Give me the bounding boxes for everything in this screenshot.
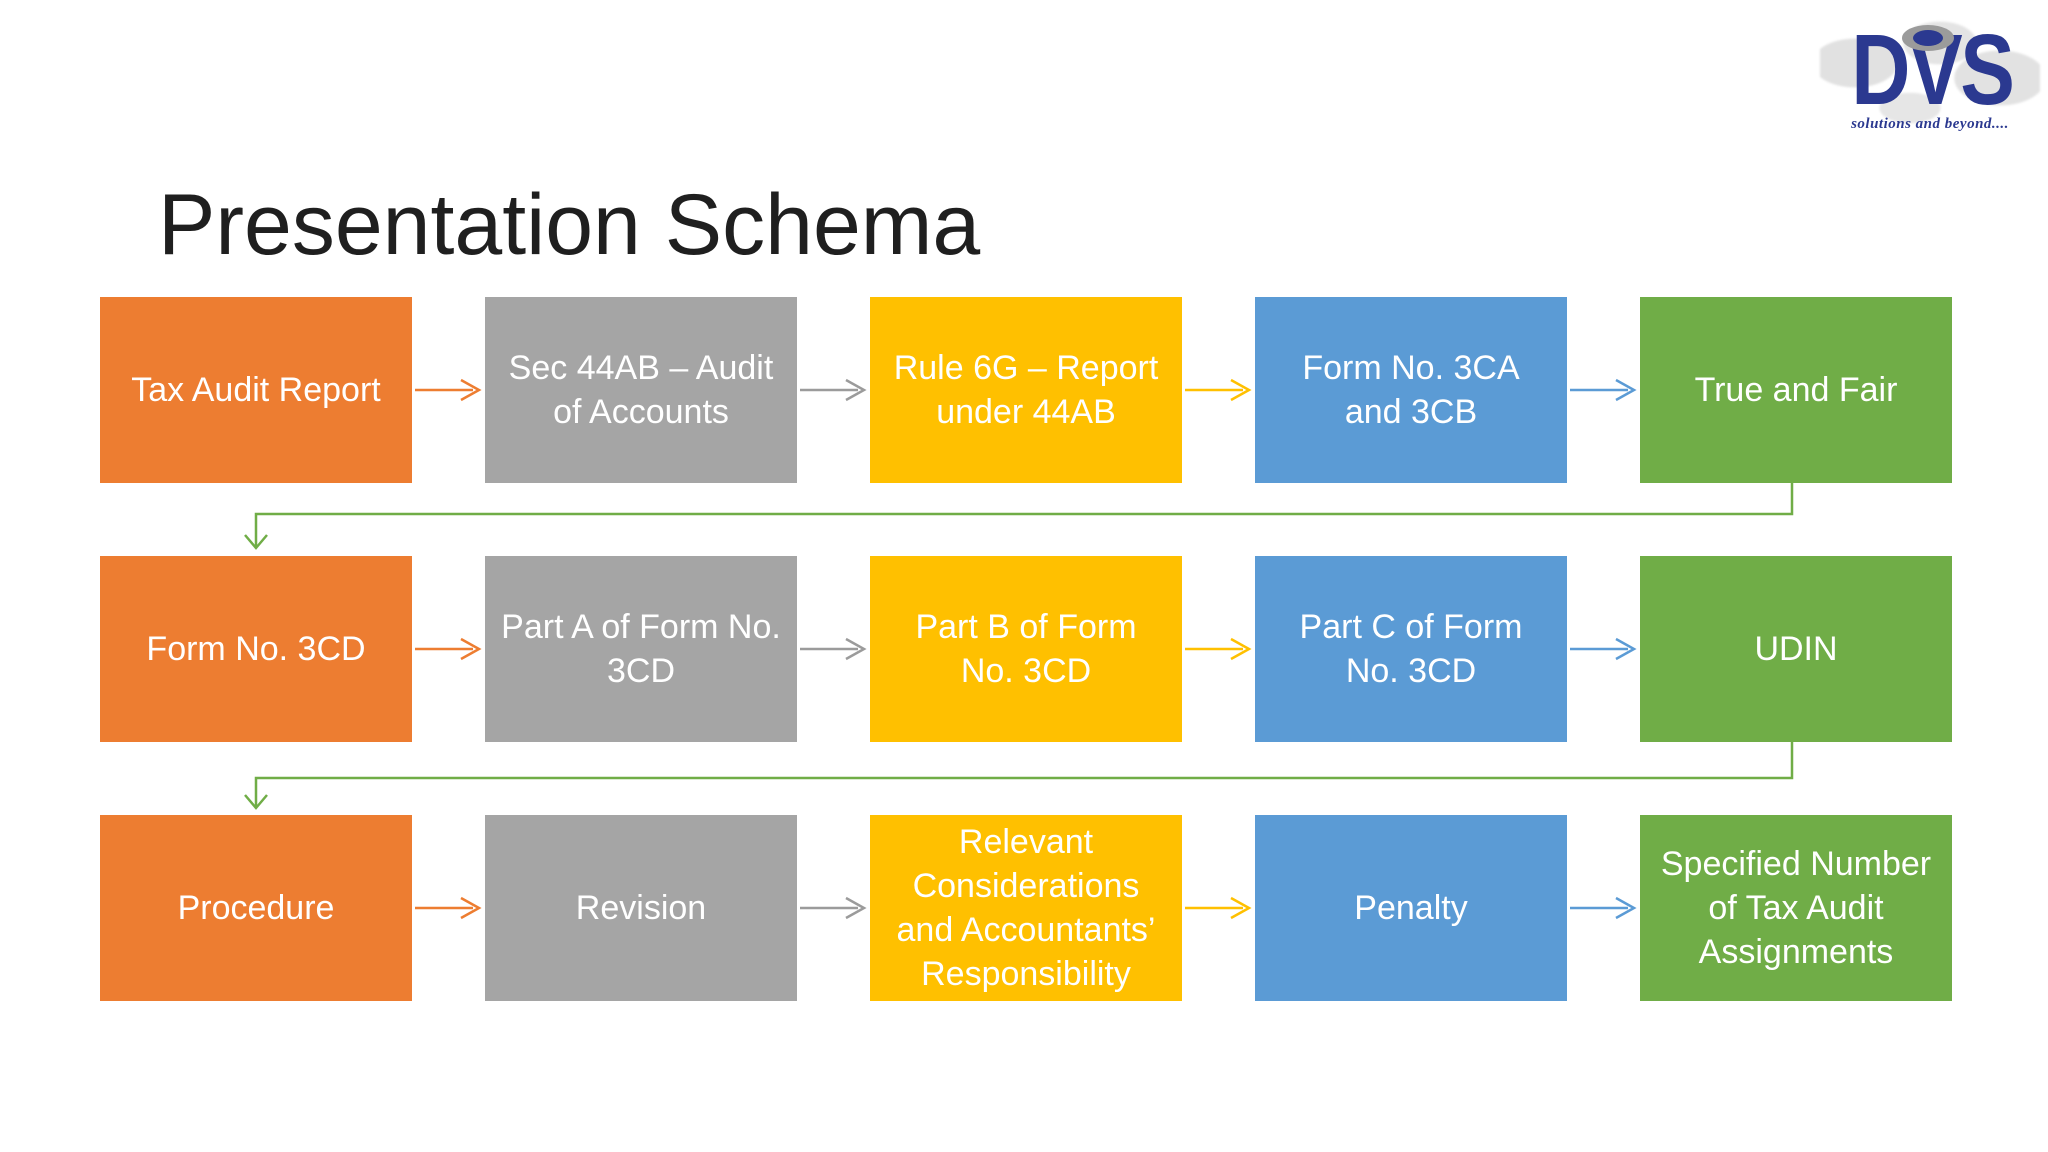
- flow-box-label: Part C of Form No. 3CD: [1299, 608, 1523, 690]
- flow-arrow-right-icon: [1185, 378, 1252, 402]
- flow-arrow-right-icon: [800, 378, 867, 402]
- flow-box-row1-col5: True and Fair: [1640, 297, 1952, 483]
- flow-box-label: Rule 6G – Report under 44AB: [893, 349, 1159, 431]
- flow-box-row3-col5: Specified Number of Tax Audit Assignment…: [1640, 815, 1952, 1001]
- flow-arrow-right-icon: [415, 637, 482, 661]
- flow-arrow-right-icon: [800, 637, 867, 661]
- flow-box-row1-col4: Form No. 3CA and 3CB: [1255, 297, 1567, 483]
- flow-box-label: Part B of Form No. 3CD: [915, 608, 1137, 690]
- flow-arrow-right-icon: [1570, 896, 1637, 920]
- flow-box-row2-col1: Form No. 3CD: [100, 556, 412, 742]
- page-title: Presentation Schema: [158, 176, 981, 273]
- logo-eye-pupil: [1913, 30, 1943, 46]
- dvs-logo: DVS solutions and beyond....: [1820, 8, 2040, 138]
- flow-box-row2-col4: Part C of Form No. 3CD: [1255, 556, 1567, 742]
- logo-eye-icon: [1902, 25, 1954, 51]
- flow-box-label: Revision: [575, 889, 707, 927]
- flow-box-row1-col1: Tax Audit Report: [100, 297, 412, 483]
- flow-box-row3-col3: Relevant Considerations and Accountants’…: [870, 815, 1182, 1001]
- flow-arrow-right-icon: [1570, 637, 1637, 661]
- flow-box-label: Procedure: [177, 889, 335, 927]
- flow-box-label: Sec 44AB – Audit of Accounts: [508, 349, 774, 431]
- flow-arrow-right-icon: [1570, 378, 1637, 402]
- flow-box-label: UDIN: [1754, 630, 1838, 668]
- flow-box-row3-col2: Revision: [485, 815, 797, 1001]
- flow-arrow-right-icon: [1185, 896, 1252, 920]
- flow-box-row3-col4: Penalty: [1255, 815, 1567, 1001]
- flow-box-label: Form No. 3CA and 3CB: [1302, 349, 1520, 431]
- flow-box-label: True and Fair: [1694, 371, 1898, 409]
- flow-box-label: Form No. 3CD: [146, 630, 366, 668]
- flow-box-label: Part A of Form No. 3CD: [501, 608, 781, 690]
- flow-box-row2-col3: Part B of Form No. 3CD: [870, 556, 1182, 742]
- flow-arrow-right-icon: [800, 896, 867, 920]
- flow-box-label: Specified Number of Tax Audit Assignment…: [1660, 845, 1932, 971]
- flow-box-row2-col2: Part A of Form No. 3CD: [485, 556, 797, 742]
- logo-tagline: solutions and beyond....: [1851, 116, 2009, 132]
- flow-box-row1-col3: Rule 6G – Report under 44AB: [870, 297, 1182, 483]
- flow-box-row3-col1: Procedure: [100, 815, 412, 1001]
- flow-arrow-right-icon: [415, 896, 482, 920]
- flow-box-row1-col2: Sec 44AB – Audit of Accounts: [485, 297, 797, 483]
- flow-box-label: Tax Audit Report: [131, 371, 381, 409]
- flow-arrow-right-icon: [415, 378, 482, 402]
- flow-box-label: Relevant Considerations and Accountants’…: [896, 823, 1156, 993]
- flow-arrow-right-icon: [1185, 637, 1252, 661]
- flow-box-row2-col5: UDIN: [1640, 556, 1952, 742]
- flow-box-label: Penalty: [1354, 889, 1468, 927]
